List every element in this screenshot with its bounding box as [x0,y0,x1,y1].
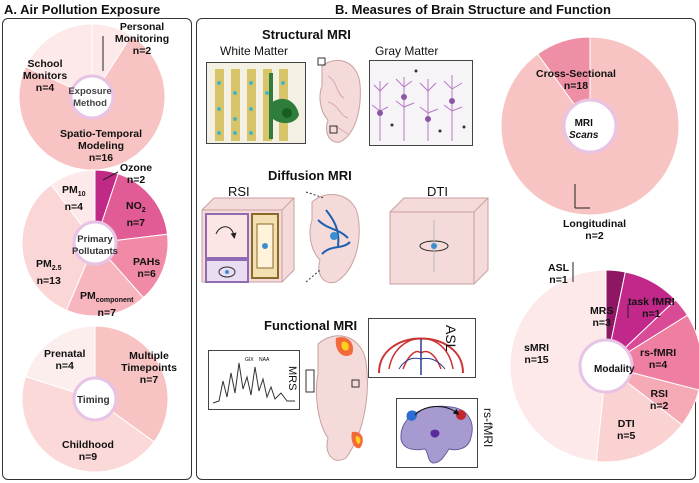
rsi-label: RSI [228,184,250,199]
scans-center-hole [562,98,618,154]
scans-center-label: MRI Scans [569,118,599,141]
mrs-spectrum: GIX NAA [208,350,300,410]
mrs-modality-label: MRS n=3 [590,305,614,329]
rs-fmri-image [396,398,478,468]
pahs-label: PAHs n=6 [133,256,161,280]
modality-donut [509,269,699,463]
spatio-temporal-label: Spatio-Temporal Modeling n=16 [59,128,143,164]
mrs-vertical-label: MRS [286,366,298,391]
spectrum-peak-label-gix: GIX [245,357,254,363]
structural-mri-title: Structural MRI [262,27,351,42]
asl-image: ASL [368,318,476,378]
panel-b-frame [196,18,696,480]
exposure-center-hole [69,74,115,120]
functional-mri-title: Functional MRI [264,318,358,333]
no2-label: NO2 n=7 [126,200,146,230]
pm25-label: PM2.5 n=13 [36,258,62,288]
panel-b-title: B. Measures of Brain Structure and Funct… [335,2,611,17]
panel-a-frame [2,18,192,480]
white-matter-label: White Matter [220,44,289,58]
multiple-timepoints-label: Multiple Timepoints n=7 [121,350,177,386]
ozone-leader [102,171,119,181]
gray-matter-image [369,60,473,146]
diffusion-brain [305,191,360,284]
spectrum-peak-label-naa: NAA [259,357,270,363]
rsi-modality-label: RSI n=2 [650,388,669,412]
timing-center-hole [72,376,118,422]
rsi-cube [201,197,295,283]
modality-center-label: Modality [594,364,635,375]
scans-donut [500,36,680,216]
dti-label: DTI [427,184,448,199]
pollutants-center-label: Primary Pollutants [72,234,118,257]
timing-donut [21,325,169,473]
asl-modality-label: ASL n=1 [548,262,569,286]
longitudinal-label: Longitudinal n=2 [563,218,626,242]
timing-center-label: Timing [77,395,110,406]
sagittal-brain-structural [317,57,361,143]
functional-brain [305,335,368,461]
smri-label: sMRI n=15 [524,342,550,366]
modality-center-hole [578,338,634,394]
dti-cube [389,197,489,285]
pollutants-center-hole [72,220,118,266]
childhood-label: Childhood n=9 [62,439,114,463]
gray-matter-label: Gray Matter [375,44,439,58]
white-matter-image [206,62,306,144]
exposure-center-label: Exposure Method [68,86,112,109]
rs-fmri-modality-label: rs-fMRI n=4 [640,347,677,371]
pm-component-label: PMcomponent n=7 [80,290,134,320]
prenatal-label: Prenatal n=4 [44,348,86,372]
task-fmri-label: task fMRI n=1 [628,296,675,320]
dti-modality-label: DTI n=5 [617,418,636,442]
rs-fmri-vertical-label: rs-fMRI [481,408,495,448]
exposure-donut [18,23,166,171]
pm10-label: PM10 n=4 [62,184,86,214]
ozone-label: Ozone n=2 [120,162,153,186]
personal-monitoring-label: Personal Monitoring n=2 [114,21,170,57]
diffusion-mri-title: Diffusion MRI [268,168,352,183]
school-monitors-label: School Monitors n=4 [22,58,68,94]
pollutants-donut [21,169,169,317]
panel-a-title: A. Air Pollution Exposure [4,2,161,17]
cross-sectional-label: Cross-Sectional n=18 [536,68,616,92]
asl-vertical-label: ASL [443,325,459,352]
